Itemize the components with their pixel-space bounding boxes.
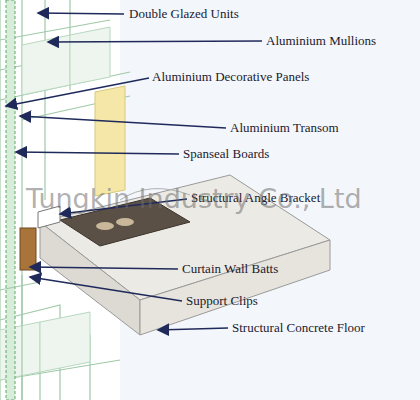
- part-label: Structural Concrete Floor: [230, 320, 367, 336]
- part-label: Spanseal Boards: [181, 146, 271, 162]
- part-label: Aluminium Decorative Panels: [150, 69, 311, 85]
- part-label: Double Glazed Units: [127, 6, 241, 22]
- part-label: Support Clips: [184, 293, 260, 309]
- watermark: Tungkin Industry Co., Ltd: [26, 183, 362, 215]
- part-label: Aluminium Mullions: [264, 33, 378, 49]
- part-label: Curtain Wall Batts: [180, 261, 280, 277]
- part-label: Aluminium Transom: [228, 120, 341, 136]
